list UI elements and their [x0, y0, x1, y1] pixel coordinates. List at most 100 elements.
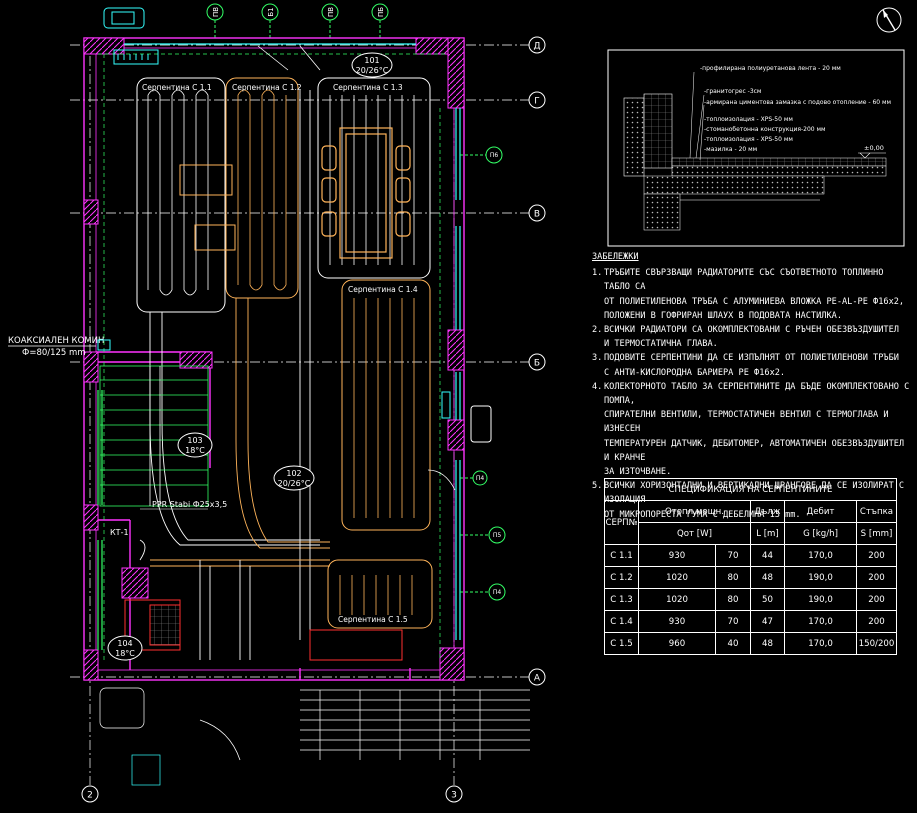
axis-mark: Б1 [267, 7, 275, 16]
note-item: 1.ТРЪБИТЕ СВЪРЗВАЩИ РАДИАТОРИТЕ СЪС СЪОТ… [592, 266, 910, 323]
spec-row-step: 150/200 [856, 632, 897, 655]
room-temp: 20/26°C [356, 66, 389, 75]
spec-row-step: 200 [856, 588, 897, 611]
section-layer: -топлоизолация - XPS-50 мм [704, 136, 793, 143]
spec-row-power: 1020 [638, 566, 716, 589]
chimney-size: Ф=80/125 mm [22, 348, 86, 358]
spec-row-power-step: 40 [715, 632, 751, 655]
axis-label: 2 [87, 791, 93, 801]
note-text: ВСИЧКИ РАДИАТОРИ СА ОКОМПЛЕКТОВАНИ С РЪЧ… [604, 323, 899, 351]
spec-row-power: 930 [638, 544, 716, 567]
spec-row-flow: 190,0 [784, 566, 857, 589]
spec-row-power-step: 80 [715, 566, 751, 589]
spec-row-id: С 1.1 [604, 544, 639, 567]
note-number: 4. [592, 381, 603, 392]
section-layer: -гранитогрес -3см [704, 88, 761, 95]
spec-row-power-step: 80 [715, 588, 751, 611]
note-line: ОТ ПОЛИЕТИЛЕНОВА ТРЪБА С АЛУМИНИЕВА ВЛОЖ… [604, 296, 905, 307]
coil-label: Серпентина С 1.3 [333, 83, 403, 92]
room-number: 104 [117, 639, 132, 648]
side-mark: П6 [490, 152, 499, 159]
coil-labels: Серпентина С 1.1 Серпентина С 1.2 Серпен… [142, 83, 418, 624]
axis-mark: ПВ [212, 7, 220, 17]
side-mark: П4 [476, 475, 485, 482]
spec-col-length-unit: L [m] [750, 522, 785, 545]
coil-label: Серпентина С 1.5 [338, 615, 408, 624]
note-line: С АНТИ-КИСЛОРОДНА БАРИЕРА PE Ф16х2. [604, 367, 786, 378]
spec-row-power-step: 70 [715, 544, 751, 567]
note-number: 1. [592, 268, 603, 279]
notes-title: ЗАБЕЛЕЖКИ [592, 252, 639, 262]
spec-col-flow: Дебит [784, 500, 857, 523]
ac-unit-icon [113, 49, 159, 65]
coil-c15 [327, 559, 433, 629]
note-number: 5. [592, 481, 603, 492]
side-mark: П4 [493, 589, 502, 596]
side-marks: П6 П5 П4 П4 [460, 146, 506, 601]
spec-title: СПЕЦИФИКАЦИЯ НА СЕРПЕНТИНИТЕ [604, 478, 897, 501]
room-temp: 18°C [115, 649, 135, 658]
spec-row-length: 48 [750, 632, 785, 655]
note-item: 4.КОЛЕКТОРНОТО ТАБЛО ЗА СЕРПЕНТИНИТЕ ДА … [592, 380, 910, 479]
side-mark: П5 [493, 532, 502, 539]
note-line: ПОДОВИТЕ СЕРПЕНТИНИ ДА СЕ ИЗПЪЛНЯТ ОТ ПО… [604, 353, 899, 364]
section-layer: -стоманобетонна конструкция-200 мм [704, 126, 826, 133]
chimney-label: КОАКСИАЛЕН КОМИН Ф=80/125 mm [8, 336, 111, 358]
note-number: 2. [592, 325, 603, 336]
coil-label: Серпентина С 1.4 [348, 285, 418, 294]
note-line: ПОЛОЖЕНИ В ГОФРИРАН ШЛАУХ В ПОДОВАТА НАС… [604, 310, 842, 321]
spec-row-power-step: 70 [715, 610, 751, 633]
spec-col-power-unit: Qот [W] [638, 522, 751, 545]
furniture-boxes [179, 164, 236, 251]
spec-row-power: 1020 [638, 588, 716, 611]
room-number: 103 [187, 436, 202, 445]
note-line: ТРЪБИТЕ СВЪРЗВАЩИ РАДИАТОРИТЕ СЪС СЪОТВЕ… [604, 268, 884, 293]
section-layer: -топлоизолация - XPS-50 мм [704, 116, 793, 123]
coil-c14 [341, 279, 431, 531]
spec-col-serp: СЕРП№ [604, 500, 639, 545]
bottom-axis-bubbles: 2 3 [81, 785, 463, 803]
axis-mark: ПВ [327, 7, 335, 17]
spec-row-step: 200 [856, 544, 897, 567]
kt-label: КТ-1 [110, 528, 129, 537]
spec-col-power: Отопл.мощн. [638, 500, 751, 523]
axis-label: В [534, 210, 540, 220]
level-mark: ±0,00 [864, 144, 884, 152]
room-tags: 101 20/26°C 102 20/26°C 103 18°C 104 18°… [107, 52, 393, 661]
north-arrow-icon [876, 7, 902, 33]
reference-lines [98, 53, 448, 660]
spec-row-length: 50 [750, 588, 785, 611]
radiator-icon [441, 391, 492, 443]
spec-row-id: С 1.3 [604, 588, 639, 611]
note-line: КОЛЕКТОРНОТО ТАБЛО ЗА СЕРПЕНТИНИТЕ ДА БЪ… [604, 381, 910, 407]
axis-label: Г [534, 97, 540, 107]
spec-row-length: 48 [750, 566, 785, 589]
spec-row-length: 47 [750, 610, 785, 633]
room-temp: 20/26°C [278, 479, 311, 488]
coil-label: Серпентина С 1.2 [232, 83, 302, 92]
axis-label: Б [534, 359, 540, 369]
axis-label: Д [533, 42, 540, 52]
note-line: ЗА ИЗТОЧВАНЕ. [604, 467, 672, 478]
spec-row-flow: 170,0 [784, 544, 857, 567]
spec-col-step: Стъпка [856, 500, 897, 523]
terrace-area [99, 687, 530, 786]
spec-col-step-unit: S [mm] [856, 522, 897, 545]
spec-row-step: 200 [856, 610, 897, 633]
spec-col-flow-unit: G [kg/h] [784, 522, 857, 545]
door-swings [199, 45, 456, 761]
collector-box [124, 599, 403, 661]
section-layer: -мазилка - 20 мм [704, 146, 757, 153]
chimney-title: КОАКСИАЛЕН КОМИН [8, 336, 104, 346]
coil-label: Серпентина С 1.1 [142, 83, 212, 92]
spec-row-power: 930 [638, 610, 716, 633]
room-number: 101 [364, 56, 379, 65]
coil-c13 [317, 77, 431, 279]
spec-row-id: С 1.4 [604, 610, 639, 633]
note-line: ВСИЧКИ РАДИАТОРИ СА ОКОМПЛЕКТОВАНИ С РЪЧ… [604, 325, 899, 336]
spec-row-step: 200 [856, 566, 897, 589]
